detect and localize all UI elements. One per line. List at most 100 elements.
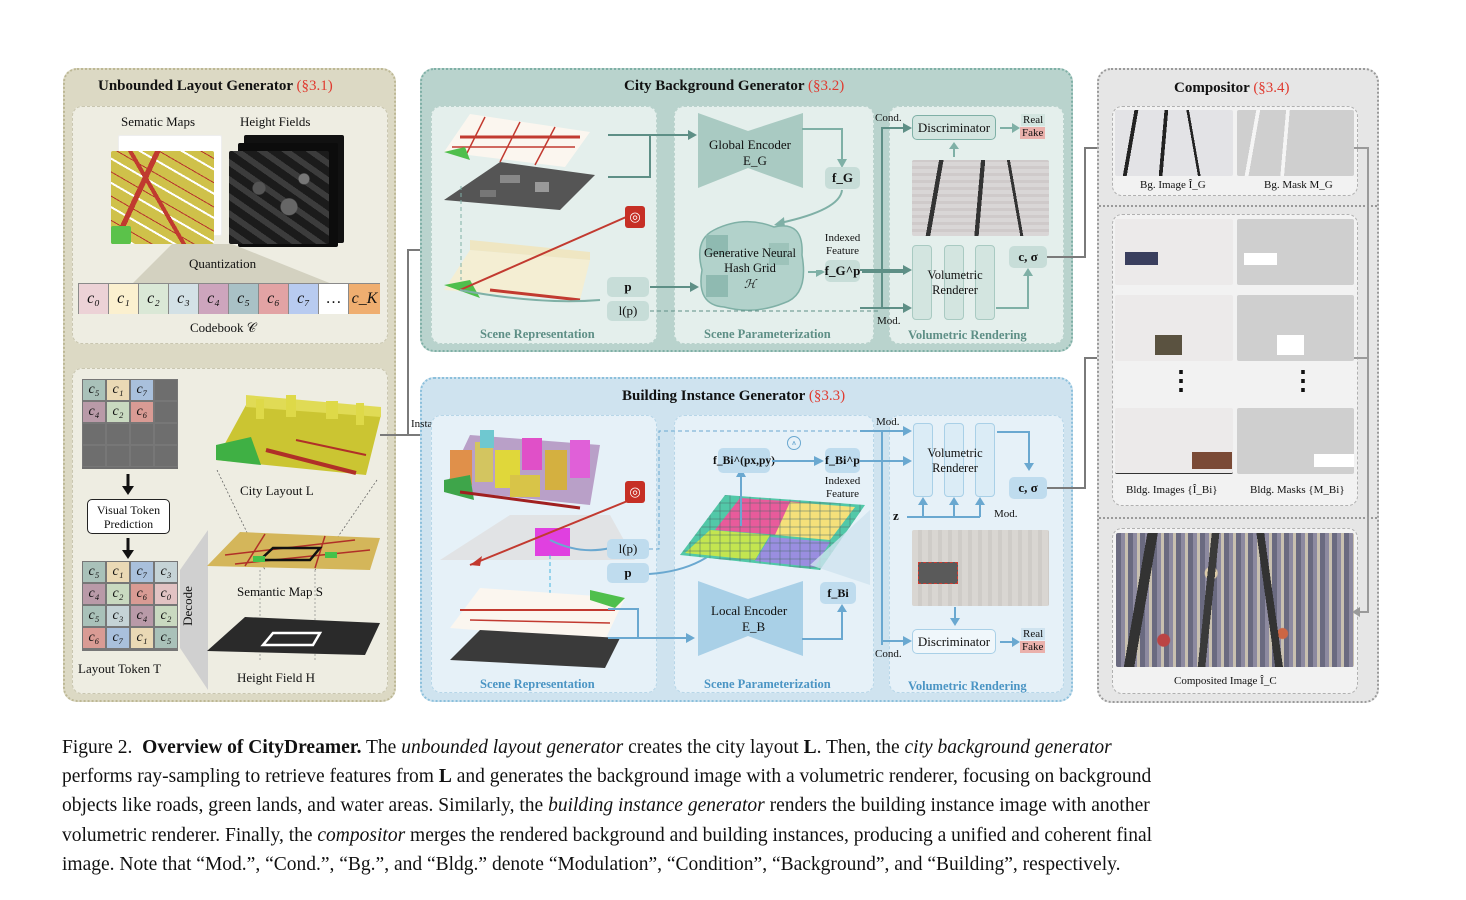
bg-c-sigma-box: c, σ	[1009, 246, 1047, 268]
bg-ray-lines	[459, 186, 634, 303]
compositor-merge-connector	[1352, 147, 1369, 617]
partial-token	[154, 379, 178, 401]
fg-p-box: f_G^p	[825, 260, 860, 282]
bi-cond-label: Cond.	[875, 648, 902, 660]
codebook-entry-c3: c₃	[169, 284, 199, 314]
bg-p-box: p	[607, 277, 649, 297]
bg-cond-mod-lines	[860, 123, 912, 313]
bg-mod-label: Mod.	[877, 315, 901, 327]
bi-mod-cond-lines	[860, 426, 912, 646]
z-to-renderer-arrows	[907, 497, 985, 518]
fpxpy-to-fp-arrow	[772, 456, 824, 466]
bi-indexed-feature-label: Indexed Feature	[824, 475, 861, 500]
compositor-divider-1	[1099, 205, 1377, 207]
instance-generator-title: Building Instance Generator (§3.3)	[622, 388, 846, 404]
caption-line-5: image. Note that “Mod.”, “Cond.”, “Bg.”,…	[62, 853, 1121, 875]
figure-caption: Figure 2. Overview of CityDreamer. The u…	[62, 733, 1392, 879]
camera-icon: ◎	[625, 206, 645, 228]
bg-image-to-disc-arrow	[949, 142, 959, 157]
bi-rendered-building-highlight	[918, 562, 958, 584]
layout-token: c₁	[106, 561, 130, 583]
global-encoder-label: Global Encoder	[709, 137, 791, 152]
quantization-funnel	[132, 244, 332, 284]
f-bi-p-box: f_Bi^p	[825, 448, 860, 473]
bldg-mask-shape-1	[1244, 253, 1277, 265]
semantic-map-green-patch	[111, 226, 131, 244]
bi-planes-to-encoder-arrows	[608, 608, 695, 643]
layout-token: c₃	[154, 561, 178, 583]
quantization-label: Quantization	[189, 256, 257, 271]
decode-label: Decode	[179, 586, 195, 626]
instance-ray-and-planes	[440, 499, 635, 668]
grid-to-fpxpy-arrow	[736, 468, 746, 526]
layout-token: c₁	[130, 627, 154, 649]
caption-line-2: performs ray-sampling to retrieve featur…	[62, 766, 1152, 788]
caption-line-3: objects like roads, green lands, and wat…	[62, 795, 1150, 817]
codebook-bar: c₀ c₁ c₂ c₃ c₄ c₅ c₆ c₇ … c_K	[78, 283, 380, 314]
partial-token: c₆	[130, 401, 154, 423]
bg-image-thumbnail	[1115, 110, 1233, 176]
bg-discriminator-box: Discriminator	[912, 115, 996, 140]
city-layout-label: City Layout L	[240, 483, 314, 498]
partial-token	[130, 423, 154, 445]
partial-token: c₄	[82, 401, 106, 423]
bg-renderer-layer-1	[912, 245, 932, 320]
bi-image-to-disc-arrow	[950, 607, 960, 626]
bi-volumetric-rendering-label: Volumetric Rendering	[908, 679, 1027, 693]
bg-cond-label: Cond.	[875, 112, 902, 124]
partial-token	[154, 401, 178, 423]
partial-token	[154, 445, 178, 467]
bg-indexed-feature-label: Indexed Feature	[824, 232, 861, 257]
bg-scene-representation-label: Scene Representation	[480, 327, 595, 341]
height-fields-label: Height Fields	[240, 114, 311, 129]
decode-funnel	[180, 530, 208, 690]
partial-token: c₂	[106, 401, 130, 423]
bi-fake-label: Fake	[1020, 641, 1046, 653]
layout-token: c₄	[130, 605, 154, 627]
height-field-h-image	[207, 617, 380, 655]
bldg-mask-shape-2	[1277, 335, 1304, 355]
bi-camera-icon: ◎	[625, 481, 645, 503]
bg-volumetric-renderer-label: Volumetric Renderer	[927, 268, 983, 297]
bg-rendered-image	[912, 160, 1049, 236]
f-bi-pxpy-box: f_Bi^(px,py)	[713, 448, 775, 473]
layout-token: c₅	[82, 561, 106, 583]
layout-token: c₃	[106, 605, 130, 627]
partial-token: c₅	[82, 379, 106, 401]
bg-disc-to-realfake-arrow	[1000, 123, 1020, 133]
codebook-entry-c0: c₀	[79, 284, 109, 314]
down-arrow-icon	[122, 538, 134, 559]
height-field-image	[229, 151, 329, 244]
bldg-image-building-2	[1155, 335, 1182, 355]
bldg-image-ellipsis: ⋮	[1168, 366, 1194, 395]
bi-lp-box: l(p)	[607, 539, 649, 559]
layout-token: c₆	[82, 627, 106, 649]
partial-token: c₇	[130, 379, 154, 401]
instance-city-image	[444, 430, 600, 510]
background-generator-title: City Background Generator (§3.2)	[624, 78, 845, 94]
layout-token: c₂	[154, 605, 178, 627]
hash-grid-symbol: ℋ	[744, 277, 756, 291]
caption-line-1: Figure 2. Overview of CityDreamer. The u…	[62, 737, 1112, 758]
bi-volumetric-renderer-label: Volumetric Renderer	[927, 446, 983, 475]
bi-renderer-to-csigma-arrow	[997, 431, 1034, 471]
local-encoder-label: Local Encoder	[711, 603, 788, 618]
local-encoder-to-fbi-arrow	[802, 604, 847, 640]
bi-renderer-layer-2	[944, 423, 964, 497]
bi-real-label: Real	[1021, 628, 1046, 640]
bg-renderer-layer-3	[975, 245, 995, 320]
layout-token: c₀	[154, 583, 178, 605]
bi-renderer-layer-1	[913, 423, 933, 497]
down-arrow-icon	[122, 474, 134, 495]
bldg-mask-thumbnail-1	[1237, 219, 1354, 285]
caption-line-4: volumetric renderer. Finally, the compos…	[62, 824, 1153, 846]
bi-c-sigma-box: c, σ	[1009, 477, 1047, 499]
codebook-entry-c7: c₇	[289, 284, 319, 314]
layout-token: c₆	[130, 583, 154, 605]
local-encoder-symbol: E_B	[742, 619, 766, 634]
layout-token-label: Layout Token T	[78, 661, 162, 676]
height-field-h-label: Height Field H	[237, 670, 315, 685]
bg-image-label: Bg. Image Î_G	[1140, 179, 1206, 191]
bg-city-layout-image	[444, 240, 590, 302]
bi-mod-z-label: Mod.	[994, 508, 1018, 520]
